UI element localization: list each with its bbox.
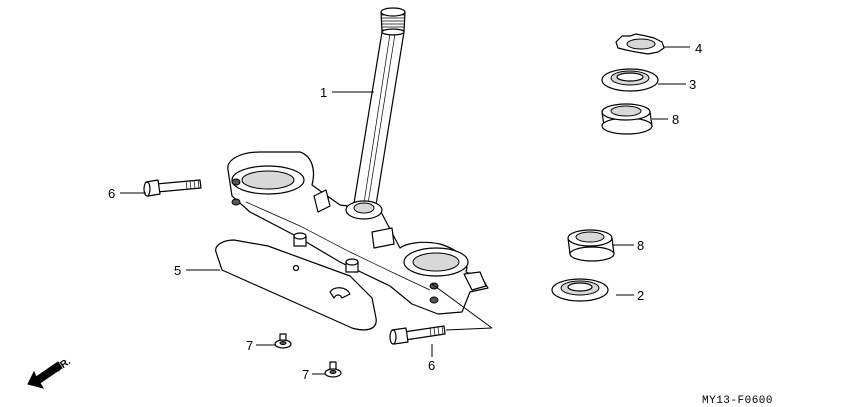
steering-stem — [353, 7, 406, 206]
callout-5: 5 — [174, 263, 181, 278]
lower-triple-clamp — [227, 151, 489, 315]
dust-seal — [601, 68, 659, 92]
callout-3: 3 — [689, 77, 696, 92]
drawing-code: MY13-F0600 — [702, 395, 773, 407]
bearing-8-upper — [601, 103, 653, 135]
leader-lines — [120, 46, 690, 375]
callout-8-upper: 8 — [672, 112, 679, 127]
bolt-6-upper — [143, 179, 202, 197]
callout-7-lower: 7 — [302, 367, 309, 382]
screw-7-lower — [324, 361, 342, 378]
callout-7-upper: 7 — [246, 338, 253, 353]
lock-washer — [615, 33, 665, 55]
callout-6-lower: 6 — [428, 358, 435, 373]
screw-7-upper — [274, 333, 292, 349]
callout-1: 1 — [320, 85, 327, 100]
front-direction-indicator: FR. — [27, 356, 73, 389]
plate — [215, 239, 377, 331]
callout-6-upper: 6 — [108, 186, 115, 201]
bearing-8-lower — [567, 229, 615, 262]
callout-4: 4 — [695, 41, 702, 56]
callout-2: 2 — [637, 288, 644, 303]
callout-labels: 1 2 3 4 5 6 6 7 7 8 8 — [108, 41, 702, 382]
callout-8-lower: 8 — [637, 238, 644, 253]
front-arrow-icon — [27, 361, 63, 389]
bottom-race — [551, 278, 609, 302]
bolt-6-lower — [389, 325, 446, 345]
